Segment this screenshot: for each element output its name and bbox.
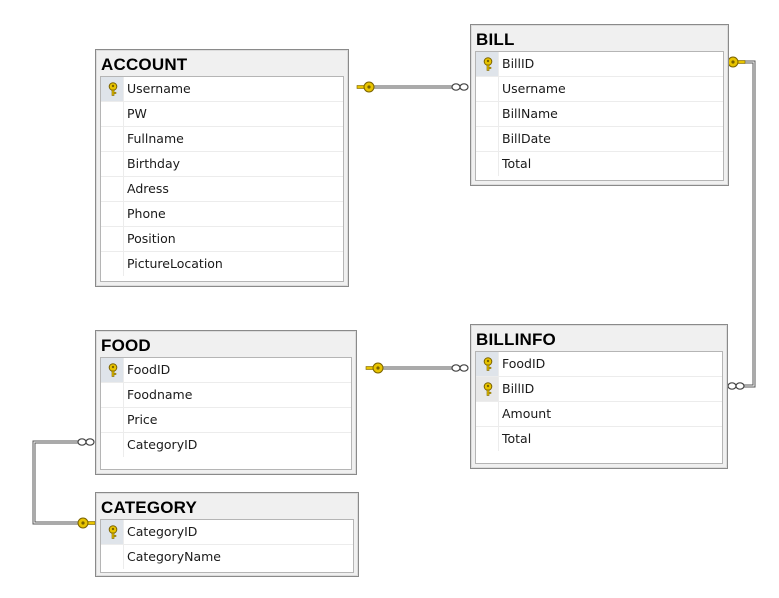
- key-end-icon: [77, 517, 96, 529]
- infinity-icon: [451, 364, 469, 372]
- row-selector[interactable]: [101, 227, 124, 251]
- column-name: BillID: [502, 381, 535, 396]
- row-selector[interactable]: [101, 545, 124, 569]
- row-selector[interactable]: [101, 383, 124, 407]
- column-name: Birthday: [127, 156, 181, 171]
- column-row[interactable]: PictureLocation: [101, 252, 343, 276]
- column-name: CategoryID: [127, 524, 198, 539]
- primary-key-icon: [107, 525, 119, 539]
- primary-key-icon: [482, 382, 494, 396]
- row-selector[interactable]: [476, 77, 499, 101]
- row-selector[interactable]: [476, 427, 499, 451]
- column-name: Foodname: [127, 387, 193, 402]
- relationship-category-food[interactable]: [32, 440, 82, 525]
- row-selector[interactable]: [476, 152, 499, 176]
- column-name: PictureLocation: [127, 256, 223, 271]
- row-selector[interactable]: [101, 102, 124, 126]
- column-name: Phone: [127, 206, 166, 221]
- row-selector[interactable]: [101, 127, 124, 151]
- column-row[interactable]: CategoryName: [101, 545, 353, 569]
- column-name: Username: [502, 81, 566, 96]
- infinity-icon: [451, 83, 469, 91]
- column-name: CategoryName: [127, 549, 221, 564]
- row-selector[interactable]: [101, 252, 124, 276]
- column-row[interactable]: Total: [476, 152, 723, 176]
- primary-key-icon: [482, 57, 494, 71]
- primary-key-icon: [107, 363, 119, 377]
- column-row[interactable]: Fullname: [101, 127, 343, 152]
- column-name: Total: [502, 156, 532, 171]
- column-name: CategoryID: [127, 437, 198, 452]
- column-row[interactable]: Username: [476, 77, 723, 102]
- column-name: Position: [127, 231, 176, 246]
- column-name: BillID: [502, 56, 535, 71]
- column-name: FoodID: [502, 356, 546, 371]
- column-name: BillDate: [502, 131, 551, 146]
- column-row[interactable]: Birthday: [101, 152, 343, 177]
- row-selector[interactable]: [476, 102, 499, 126]
- row-selector[interactable]: [101, 177, 124, 201]
- table-title: FOOD: [101, 336, 151, 355]
- key-end-icon: [727, 56, 746, 68]
- column-row[interactable]: CategoryID: [101, 520, 353, 545]
- table-title: BILL: [476, 30, 515, 49]
- infinity-icon: [727, 382, 745, 390]
- column-name: Adress: [127, 181, 169, 196]
- relationship-bill-billinfo[interactable]: [742, 60, 756, 388]
- column-row[interactable]: BillDate: [476, 127, 723, 152]
- column-row[interactable]: Foodname: [101, 383, 351, 408]
- row-selector[interactable]: [101, 433, 124, 457]
- row-selector[interactable]: [476, 127, 499, 151]
- column-row[interactable]: Position: [101, 227, 343, 252]
- column-name: PW: [127, 106, 147, 121]
- column-name: FoodID: [127, 362, 171, 377]
- row-selector[interactable]: [101, 202, 124, 226]
- column-name: Fullname: [127, 131, 184, 146]
- infinity-icon: [77, 438, 95, 446]
- column-name: BillName: [502, 106, 558, 121]
- row-selector[interactable]: [476, 402, 499, 426]
- primary-key-icon: [107, 82, 119, 96]
- column-row[interactable]: BillID: [476, 52, 723, 77]
- column-name: Price: [127, 412, 158, 427]
- column-row[interactable]: FoodID: [476, 352, 722, 377]
- column-row[interactable]: Adress: [101, 177, 343, 202]
- table-title: ACCOUNT: [101, 55, 188, 74]
- row-selector[interactable]: [101, 408, 124, 432]
- column-row[interactable]: Total: [476, 427, 722, 451]
- column-row[interactable]: Price: [101, 408, 351, 433]
- row-selector[interactable]: [101, 152, 124, 176]
- column-name: Total: [502, 431, 532, 446]
- primary-key-icon: [482, 357, 494, 371]
- column-name: Amount: [502, 406, 552, 421]
- column-row[interactable]: Phone: [101, 202, 343, 227]
- column-row[interactable]: FoodID: [101, 358, 351, 383]
- table-category[interactable]: CATEGORY CategoryID CategoryName: [95, 492, 359, 577]
- column-row[interactable]: CategoryID: [101, 433, 351, 457]
- table-title: BILLINFO: [476, 330, 556, 349]
- table-title: CATEGORY: [101, 498, 198, 517]
- key-end-icon: [356, 81, 375, 93]
- column-row[interactable]: Amount: [476, 402, 722, 427]
- column-row[interactable]: BillID: [476, 377, 722, 402]
- column-row[interactable]: PW: [101, 102, 343, 127]
- column-grid: CategoryID CategoryName: [100, 519, 354, 573]
- column-row[interactable]: Username: [101, 77, 343, 102]
- column-row[interactable]: BillName: [476, 102, 723, 127]
- column-name: Username: [127, 81, 191, 96]
- key-end-icon: [365, 362, 384, 374]
